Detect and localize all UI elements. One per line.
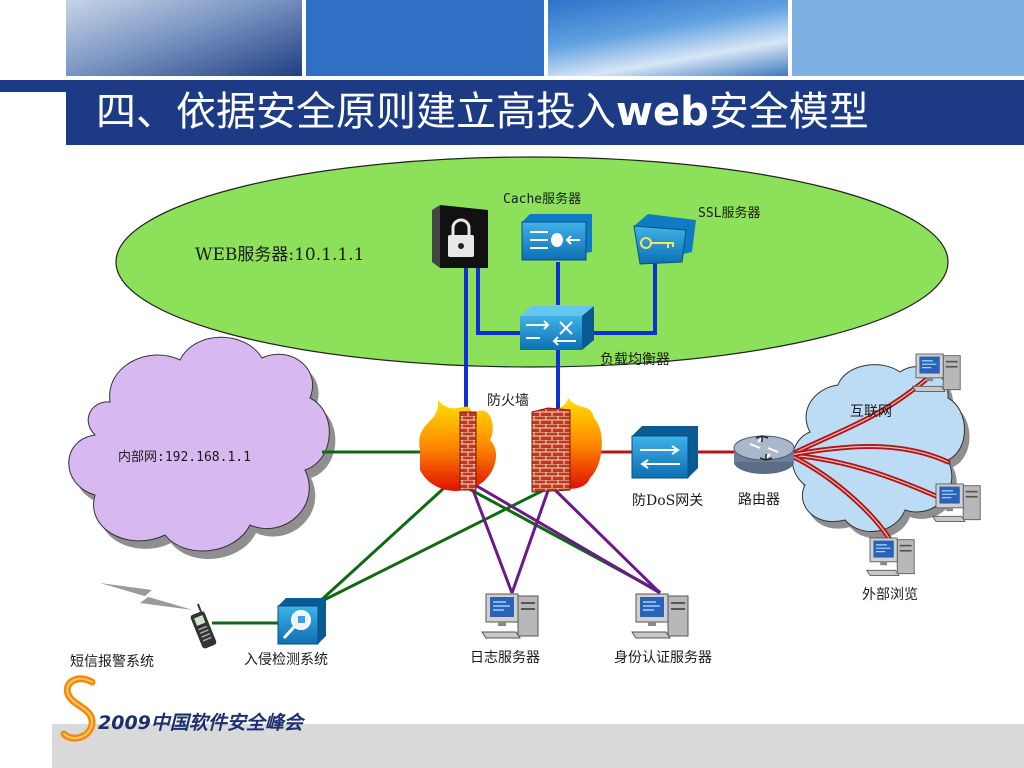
title-left-stripe — [0, 80, 66, 92]
title-main: 四、依据安全原则建立高投入 — [96, 89, 616, 135]
slide-title: 四、依据安全原则建立高投入web安全模型 — [96, 84, 869, 140]
firewall-label: 防火墙 — [487, 393, 529, 409]
workstation-icon — [931, 483, 981, 522]
ids-icon — [277, 598, 326, 645]
router-label: 路由器 — [738, 492, 780, 508]
sms-alarm-label: 短信报警系统 — [70, 654, 154, 670]
internal-net-label: 内部网:192.168.1.1 — [118, 450, 251, 465]
title-tail: 安全模型 — [708, 89, 869, 135]
router-icon — [733, 435, 795, 474]
header-block-blue — [306, 0, 544, 76]
firewall-icon — [419, 400, 497, 491]
lightning-icon — [100, 583, 193, 610]
workstation-icon — [865, 537, 915, 576]
firewall-icon-2 — [531, 398, 602, 493]
ssl-server-icon — [633, 214, 696, 265]
ids-label: 入侵检测系统 — [244, 652, 328, 668]
internet-label: 互联网 — [850, 404, 892, 420]
workstation-icon — [631, 593, 689, 639]
switch-icon — [520, 306, 594, 350]
load-balancer-label: 负载均衡器 — [600, 352, 670, 368]
workstation-icon — [911, 353, 961, 392]
header-block-lightblue — [792, 0, 1024, 76]
summit-logo-icon — [60, 675, 96, 742]
footer-title: 2009中国软件安全峰会 — [98, 712, 303, 734]
cellphone-icon — [190, 603, 217, 649]
header-photo-1 — [66, 0, 302, 76]
header-photo-2 — [548, 0, 788, 76]
cache-server-icon — [521, 214, 592, 261]
auth-server-label: 身份认证服务器 — [614, 650, 712, 666]
web-zone-ellipse — [115, 156, 949, 368]
dos-gateway-icon — [631, 426, 698, 479]
external-browse-label: 外部浏览 — [862, 587, 918, 603]
footer-band — [52, 724, 1024, 768]
lock-server-icon — [432, 205, 488, 268]
web-zone-label: WEB服务器:10.1.1.1 — [195, 245, 365, 265]
title-bar — [66, 80, 1024, 145]
workstation-icon — [481, 593, 539, 639]
ssl-server-label: SSL服务器 — [698, 206, 761, 221]
purple-links — [468, 480, 662, 595]
dos-gateway-label: 防DoS网关 — [632, 493, 704, 509]
workstations — [481, 353, 981, 639]
log-server-label: 日志服务器 — [470, 650, 540, 666]
title-web: web — [616, 89, 709, 135]
internal-cloud — [68, 336, 336, 560]
cache-server-label: Cache服务器 — [503, 192, 582, 207]
web-links — [464, 262, 657, 418]
